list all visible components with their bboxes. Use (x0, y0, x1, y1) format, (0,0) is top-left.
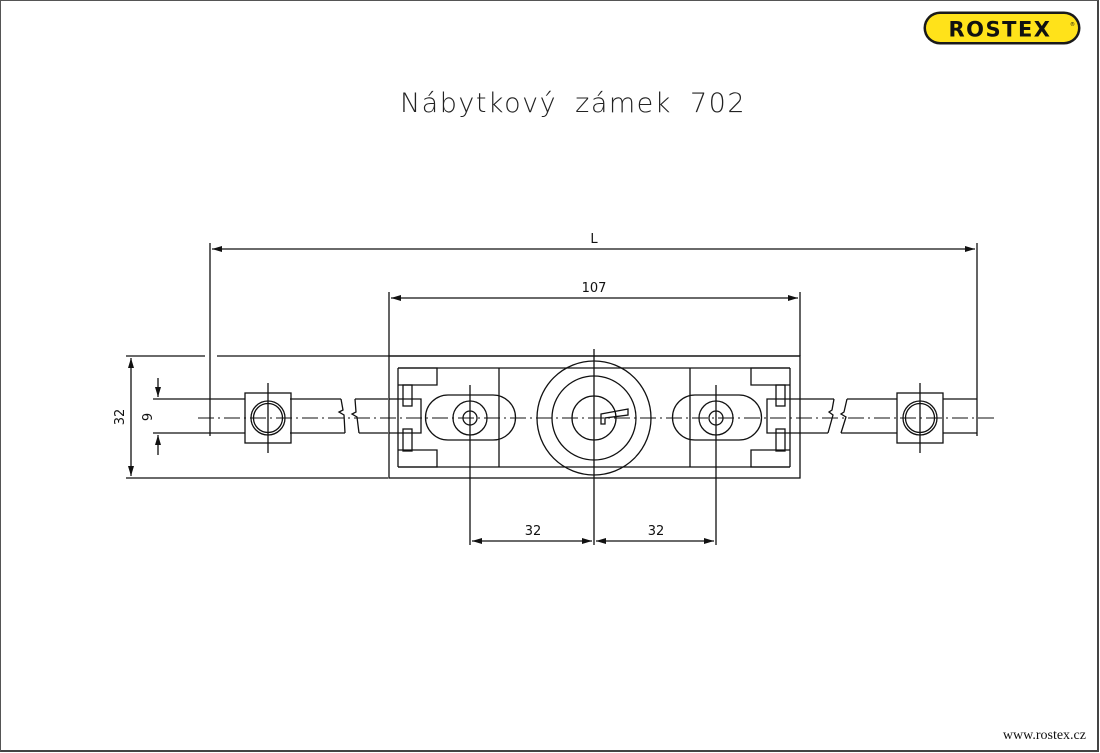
dim-label-32-height: 32 (113, 409, 128, 426)
dimension-107 (388, 292, 801, 356)
drawing-title: Nábytkový zámek 702 (399, 88, 747, 119)
dim-label-32-right: 32 (648, 524, 665, 539)
right-pin-slot (671, 385, 763, 545)
left-pin-slot (424, 385, 517, 545)
dimension-9-rod (153, 378, 245, 455)
website-url[interactable]: www.rostex.cz (1002, 728, 1086, 743)
dim-label-107: 107 (582, 281, 607, 296)
logo-text: ROSTEX (948, 18, 1051, 42)
dim-label-32-left: 32 (525, 524, 542, 539)
left-rod (290, 398, 388, 434)
svg-text:®: ® (1070, 21, 1075, 28)
dim-label-L: L (590, 232, 598, 247)
dim-label-9-rod: 9 (141, 413, 156, 421)
lock-cylinder (536, 349, 652, 545)
right-rod (800, 398, 977, 434)
dimension-L (209, 243, 978, 436)
rostex-logo: ROSTEX ® (923, 11, 1081, 45)
